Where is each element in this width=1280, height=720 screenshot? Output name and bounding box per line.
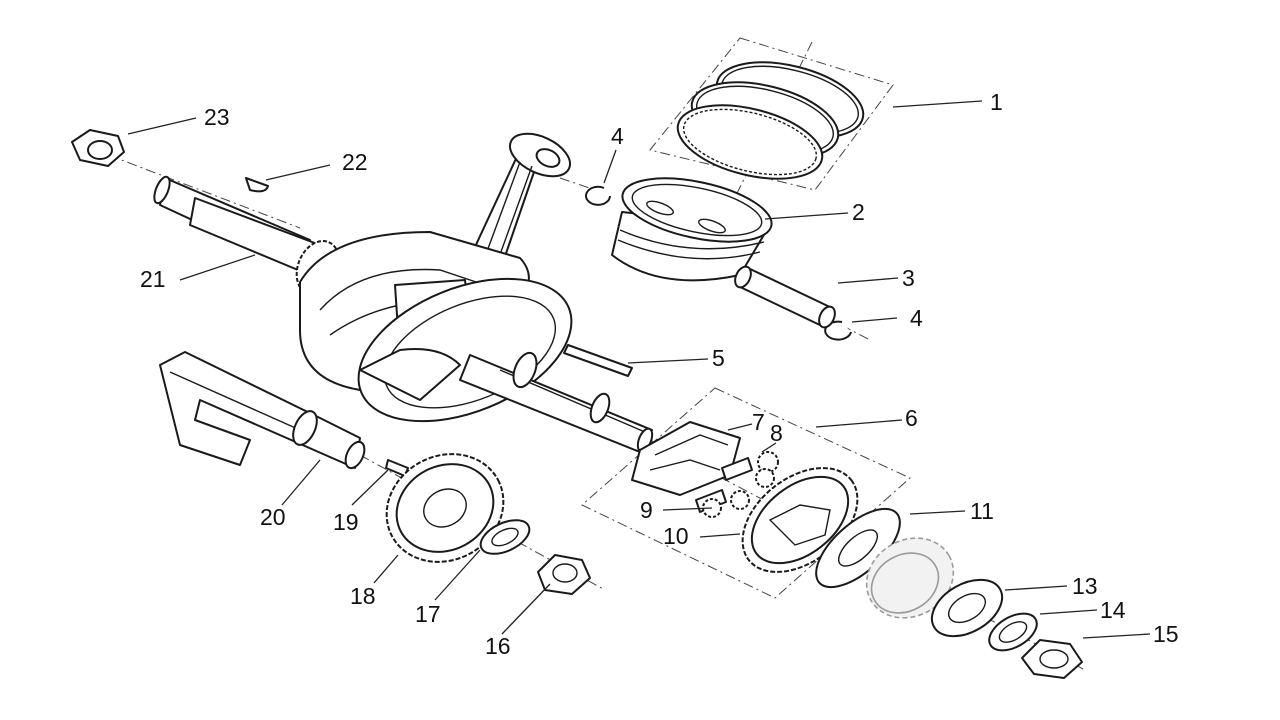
piston-pin <box>734 265 836 329</box>
callout-18: 18 <box>350 583 376 609</box>
callout-21: 21 <box>140 266 166 292</box>
flange-nut <box>71 129 125 167</box>
piston-pin-circlip-lower <box>824 320 852 341</box>
callout-3: 3 <box>902 265 915 291</box>
callout-17: 17 <box>415 601 441 627</box>
crank-dowel-pin <box>563 344 633 377</box>
callout-15: 15 <box>1153 621 1179 647</box>
spacer-collar <box>930 578 1004 638</box>
crank-shaft-axis-left <box>89 147 301 229</box>
callout-1: 1 <box>990 89 1003 115</box>
crankshaft <box>153 175 654 453</box>
callout-10: 10 <box>663 523 689 549</box>
callout-5: 5 <box>712 345 725 371</box>
balancer-drive-gear <box>385 453 505 563</box>
callout-4-upper: 4 <box>611 123 624 149</box>
crank-nut <box>1021 639 1083 679</box>
balancer-shaft <box>159 351 366 470</box>
piston-ring-set <box>676 61 865 180</box>
balancer-key <box>385 459 409 477</box>
callout-9: 9 <box>640 497 653 523</box>
woodruff-key <box>245 177 269 193</box>
leader-lines <box>127 100 1151 639</box>
callout-11: 11 <box>970 498 994 524</box>
callout-14: 14 <box>1100 597 1126 623</box>
callout-13: 13 <box>1072 573 1098 599</box>
callout-7: 7 <box>752 409 765 435</box>
piston-pin-circlip-upper <box>585 185 611 206</box>
callout-8: 8 <box>770 420 783 446</box>
callout-16: 16 <box>485 633 511 659</box>
callout-labels: 1 2 3 4 4 5 6 7 8 9 10 11 13 14 15 16 17… <box>140 89 1179 659</box>
piston-ring-set-boundary <box>649 37 894 191</box>
piston <box>611 177 773 282</box>
callout-19: 19 <box>333 509 359 535</box>
balancer-washer <box>479 519 531 555</box>
starter-clutch-boundary <box>581 387 911 599</box>
callout-2: 2 <box>852 199 865 225</box>
lock-washer <box>988 612 1038 652</box>
primary-drive-gear-faded <box>865 537 955 619</box>
callout-20: 20 <box>260 504 286 530</box>
callout-6: 6 <box>905 405 918 431</box>
clutch-springs <box>702 451 779 518</box>
callout-23: 23 <box>204 104 230 130</box>
callout-22: 22 <box>342 149 368 175</box>
callout-4-lower: 4 <box>910 305 923 331</box>
